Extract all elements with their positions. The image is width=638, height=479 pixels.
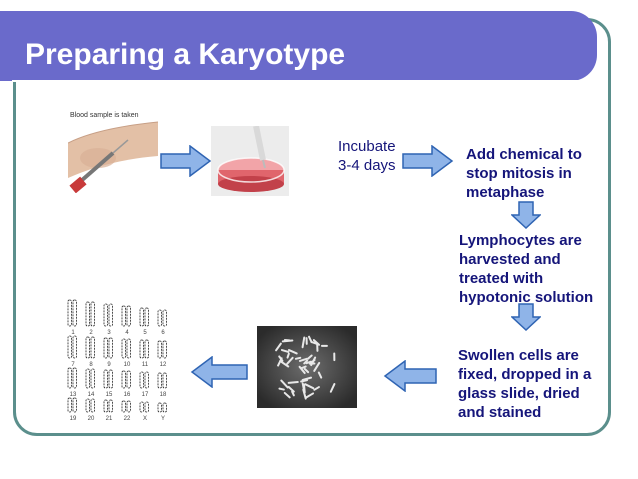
incubate-line-1: Incubate — [338, 138, 396, 155]
karyotype-number: 2 — [89, 330, 93, 336]
karyotype-number: 17 — [142, 392, 149, 398]
karyotype-number: 19 — [70, 416, 77, 422]
lymphocytes-line-2: harvested and — [459, 251, 561, 268]
karyotype-number: 5 — [143, 330, 147, 336]
title-bar — [0, 11, 597, 81]
karyotype-number: Y — [161, 416, 165, 422]
arrow-right-2 — [402, 145, 454, 177]
blood-sample-caption: Blood sample is taken — [70, 112, 139, 119]
karyotype-number: 12 — [160, 362, 167, 368]
karyotype-number: 18 — [160, 392, 167, 398]
karyotype-number: 6 — [161, 330, 165, 336]
arrow-left-2 — [190, 356, 248, 388]
arrow-down-2 — [511, 303, 541, 331]
karyotype-number: 22 — [124, 416, 131, 422]
swollen-line-4: and stained — [458, 404, 542, 421]
arrow-right-1 — [160, 145, 212, 177]
swollen-line-2: fixed, dropped in a — [458, 366, 592, 383]
karyotype-number: 15 — [106, 392, 113, 398]
karyotype-number: 14 — [88, 392, 95, 398]
petri-dish-image — [211, 126, 289, 196]
swollen-line-3: glass slide, dried — [458, 385, 580, 402]
karyotype-number: X — [143, 416, 147, 422]
incubate-line-2: 3-4 days — [338, 157, 396, 174]
add-chemical-line-1: Add chemical to — [466, 146, 582, 163]
karyotype-number: 4 — [125, 330, 129, 336]
karyotype-number: 21 — [106, 416, 113, 422]
karyotype-number: 7 — [71, 362, 75, 368]
lymphocytes-line-4: hypotonic solution — [459, 289, 594, 306]
slide-title: Preparing a Karyotype — [25, 38, 346, 71]
karyotype-number: 20 — [88, 416, 95, 422]
arrow-down-1 — [511, 201, 541, 229]
metaphase-spread-image — [257, 326, 357, 408]
swollen-line-1: Swollen cells are — [458, 347, 579, 364]
karyotype-number: 3 — [107, 330, 111, 336]
add-chemical-line-2: stop mitosis in — [466, 165, 572, 182]
karyotype-number: 11 — [142, 362, 149, 368]
karyotype-number: 10 — [124, 362, 131, 368]
karyotype-number: 8 — [89, 362, 93, 368]
step-add-chemical: Add chemical to stop mitosis in metaphas… — [466, 145, 582, 202]
step-incubate: Incubate 3-4 days — [338, 137, 396, 175]
lymphocytes-line-3: treated with — [459, 270, 544, 287]
title-underline — [12, 80, 597, 82]
step-swollen-cells: Swollen cells are fixed, dropped in a gl… — [458, 346, 591, 422]
karyotype-number: 13 — [70, 392, 77, 398]
karyotype-number: 16 — [124, 392, 131, 398]
lymphocytes-line-1: Lymphocytes are — [459, 232, 582, 249]
add-chemical-line-3: metaphase — [466, 184, 545, 201]
step-lymphocytes: Lymphocytes are harvested and treated wi… — [459, 231, 593, 307]
arrow-left-1 — [383, 360, 437, 392]
blood-sample-image: Blood sample is taken — [68, 108, 158, 193]
karyotype-number: 1 — [71, 330, 75, 336]
karyotype-number: 9 — [107, 362, 111, 368]
